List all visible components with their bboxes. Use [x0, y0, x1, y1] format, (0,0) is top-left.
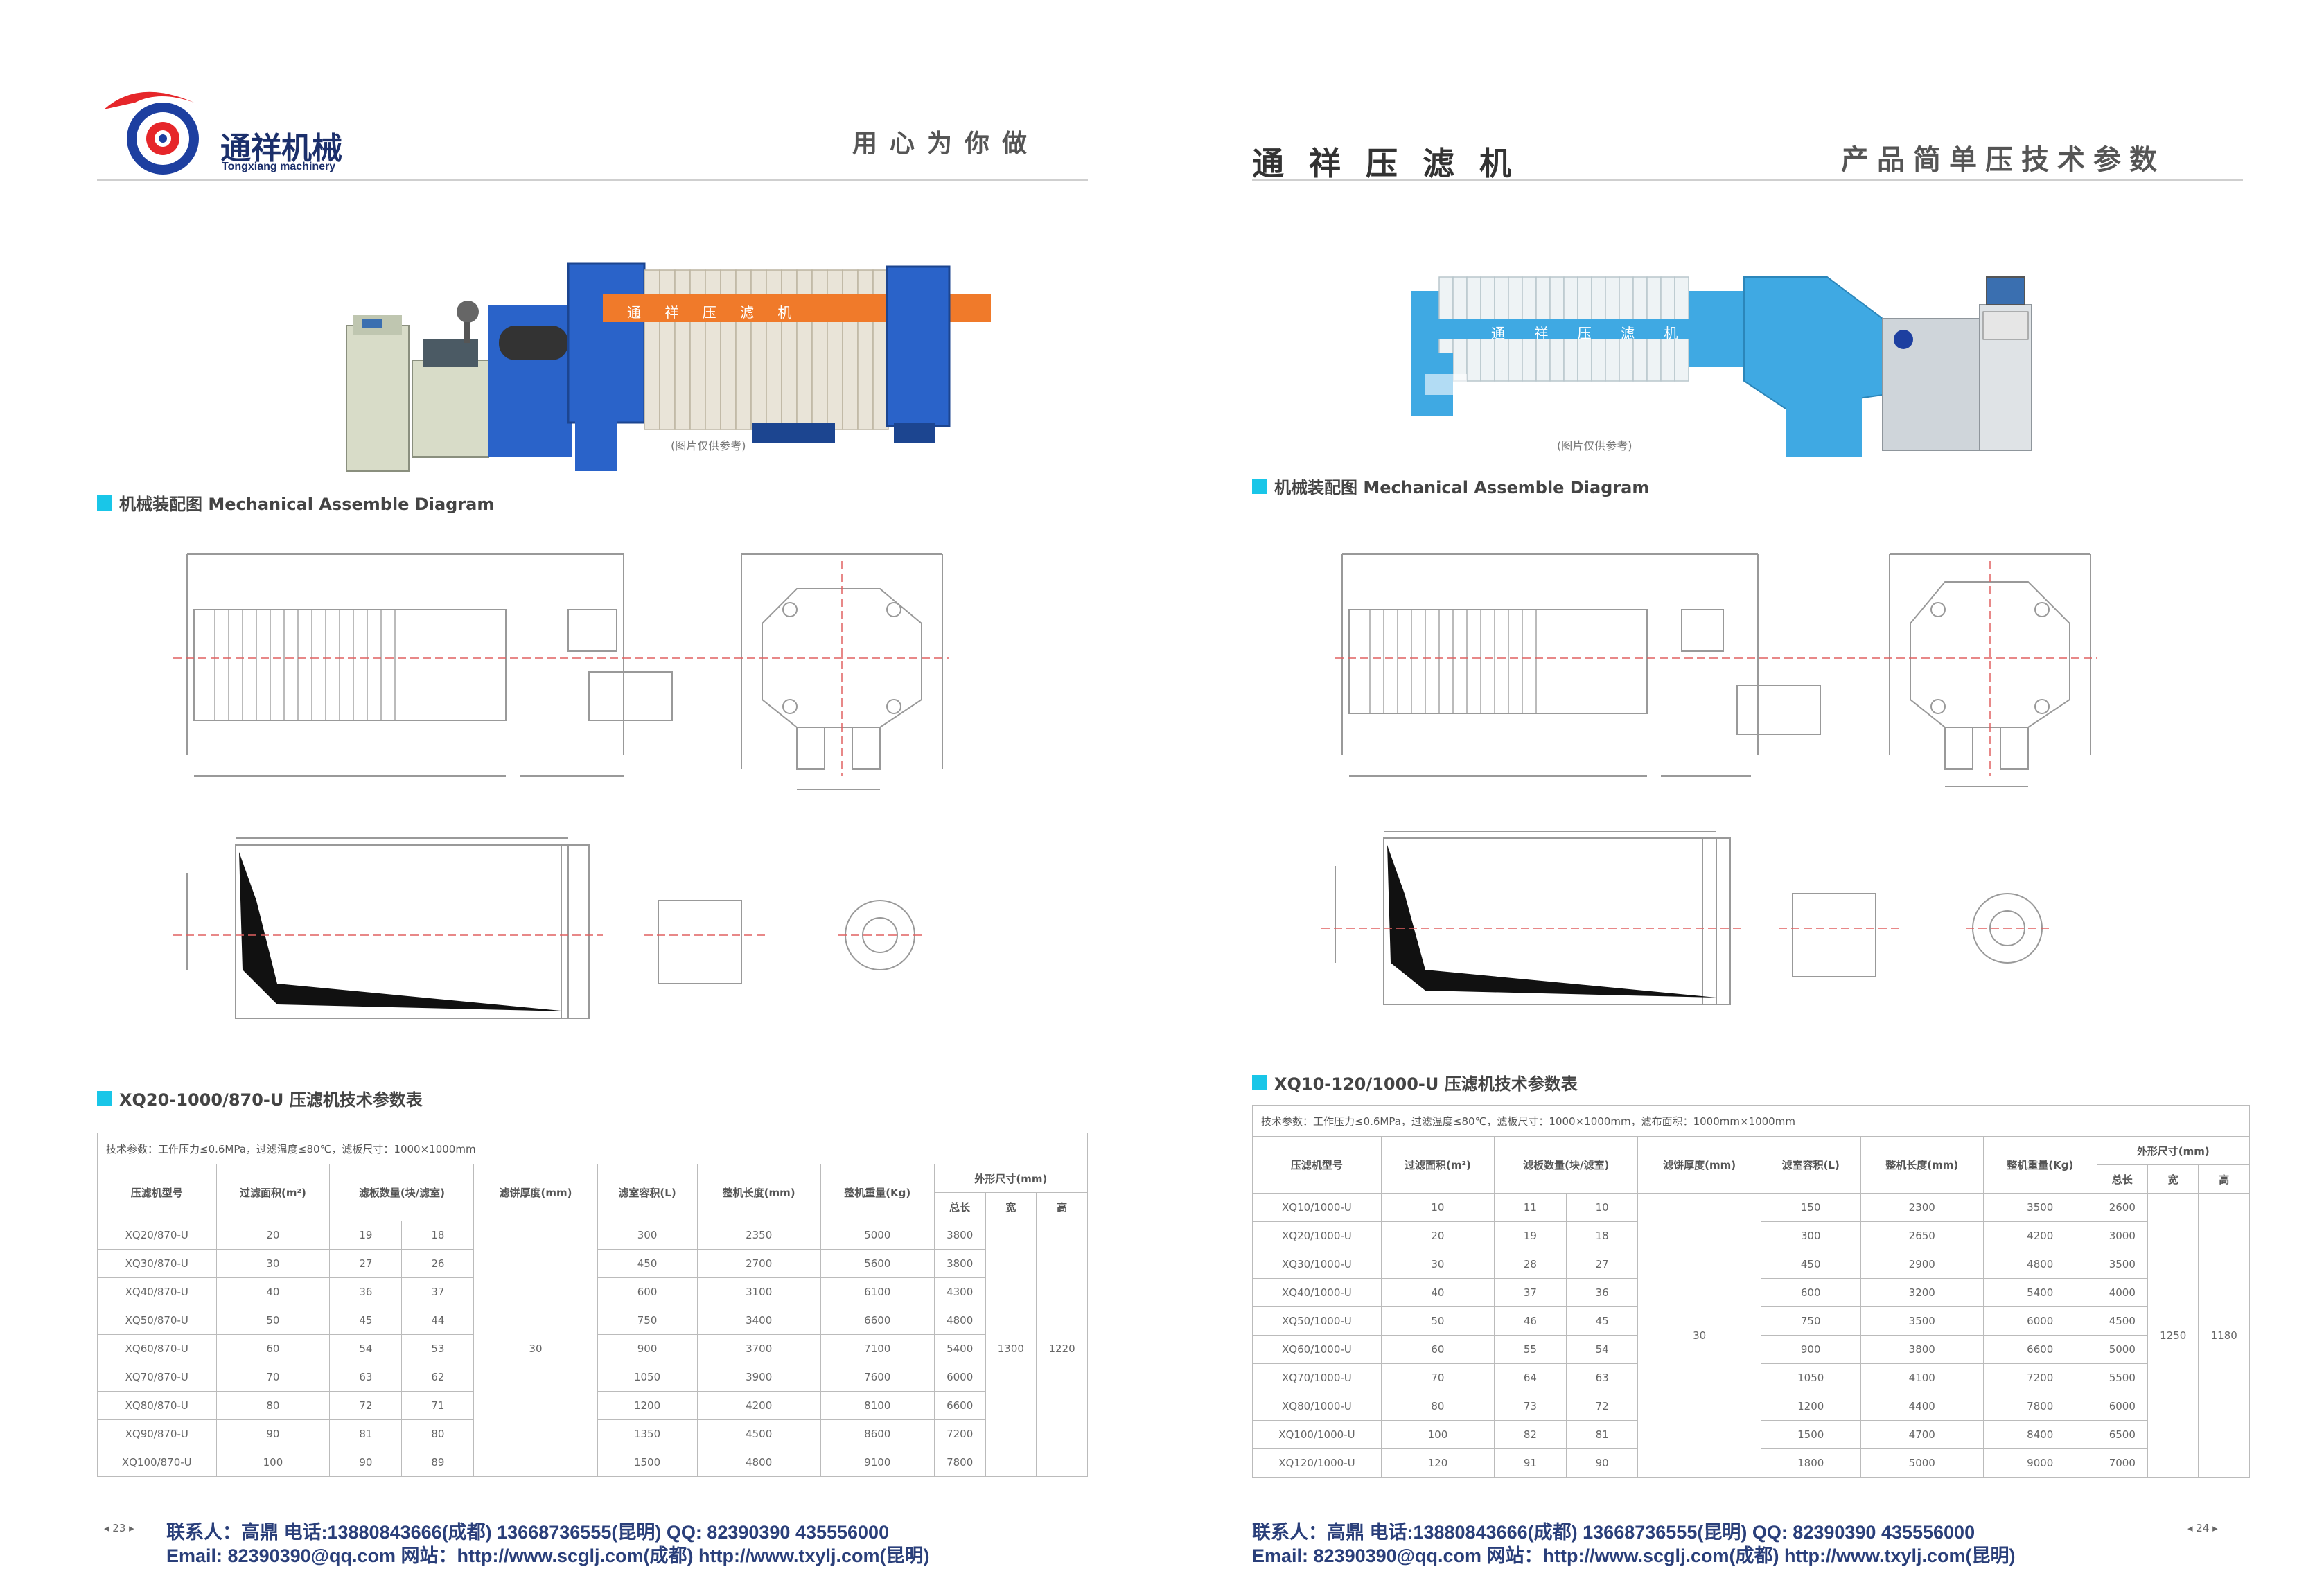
contact-line-2: Email: 82390390@qq.com 网站：http://www.scg… — [166, 1545, 930, 1566]
brand-name-en: Tongxiang machinery — [222, 161, 336, 172]
photo-caption: (图片仅供参考) — [671, 439, 746, 452]
left-page: 通祥机械 Tongxiang machinery 用心为你做 — [97, 91, 1089, 1566]
contact-line-1: 联系人：高鼎 电话:13880843666(成都) 13668736555(昆明… — [166, 1522, 890, 1543]
machine-label: 通 祥 压 滤 机 — [627, 304, 802, 321]
table-note: 技术参数：工作压力≤0.6MPa，过滤温度≤80℃，滤板尺寸：1000×1000… — [97, 1133, 1088, 1164]
header-rule — [97, 179, 1088, 181]
front-elevation-drawing — [1335, 553, 2097, 787]
table-note: 技术参数：工作压力≤0.6MPa，过滤温度≤80℃，滤板尺寸：1000×1000… — [1252, 1105, 2250, 1137]
contact-line-1: 联系人：高鼎 电话:13880843666(成都) 13668736555(昆明… — [1252, 1522, 1975, 1543]
filter-press-photo — [1411, 276, 2032, 457]
foundation-drawing — [1321, 831, 2049, 1005]
square-bullet-icon — [97, 495, 112, 511]
brand-name-cn: 通祥机械 — [220, 131, 342, 166]
header-rule — [1252, 179, 2243, 181]
photo-caption: (图片仅供参考) — [1557, 439, 1632, 452]
spec-table: 技术参数：工作压力≤0.6MPa，过滤温度≤80℃，滤板尺寸：1000×1000… — [97, 1133, 1089, 1477]
square-bullet-icon — [1252, 478, 1267, 494]
page-number: ◂ 23 ▸ — [104, 1522, 134, 1534]
foundation-drawing — [173, 837, 922, 1019]
spec-table: 技术参数：工作压力≤0.6MPa，过滤温度≤80℃，滤板尺寸：1000×1000… — [1252, 1105, 2251, 1478]
logo-icon — [104, 91, 199, 175]
section-mechanical-heading: 机械装配图 Mechanical Assemble Diagram — [97, 490, 494, 515]
square-bullet-icon — [97, 1090, 112, 1106]
right-page: 通 祥 压 滤 机 产品简单压技术参数 通 祥 压 滤 机 (图片仅供参考) — [1162, 0, 2324, 1587]
page-number: ◂ 24 ▸ — [2187, 1522, 2218, 1534]
section-mechanical-heading: 机械装配图 Mechanical Assemble Diagram — [1252, 474, 1649, 498]
section-table-heading: XQ20-1000/870-U 压滤机技术参数表 — [97, 1086, 423, 1110]
filter-press-photo — [346, 262, 991, 472]
front-elevation-drawing — [173, 553, 949, 790]
right-title: 通 祥 压 滤 机 — [1252, 145, 1519, 182]
right-slogan: 产品简单压技术参数 — [1841, 143, 2165, 176]
square-bullet-icon — [1252, 1074, 1267, 1090]
contact-line-2: Email: 82390390@qq.com 网站：http://www.scg… — [1252, 1545, 2016, 1566]
machine-label: 通 祥 压 滤 机 — [1491, 325, 1691, 342]
section-table-heading: XQ10-120/1000-U 压滤机技术参数表 — [1252, 1070, 1578, 1094]
left-slogan: 用心为你做 — [852, 129, 1040, 158]
